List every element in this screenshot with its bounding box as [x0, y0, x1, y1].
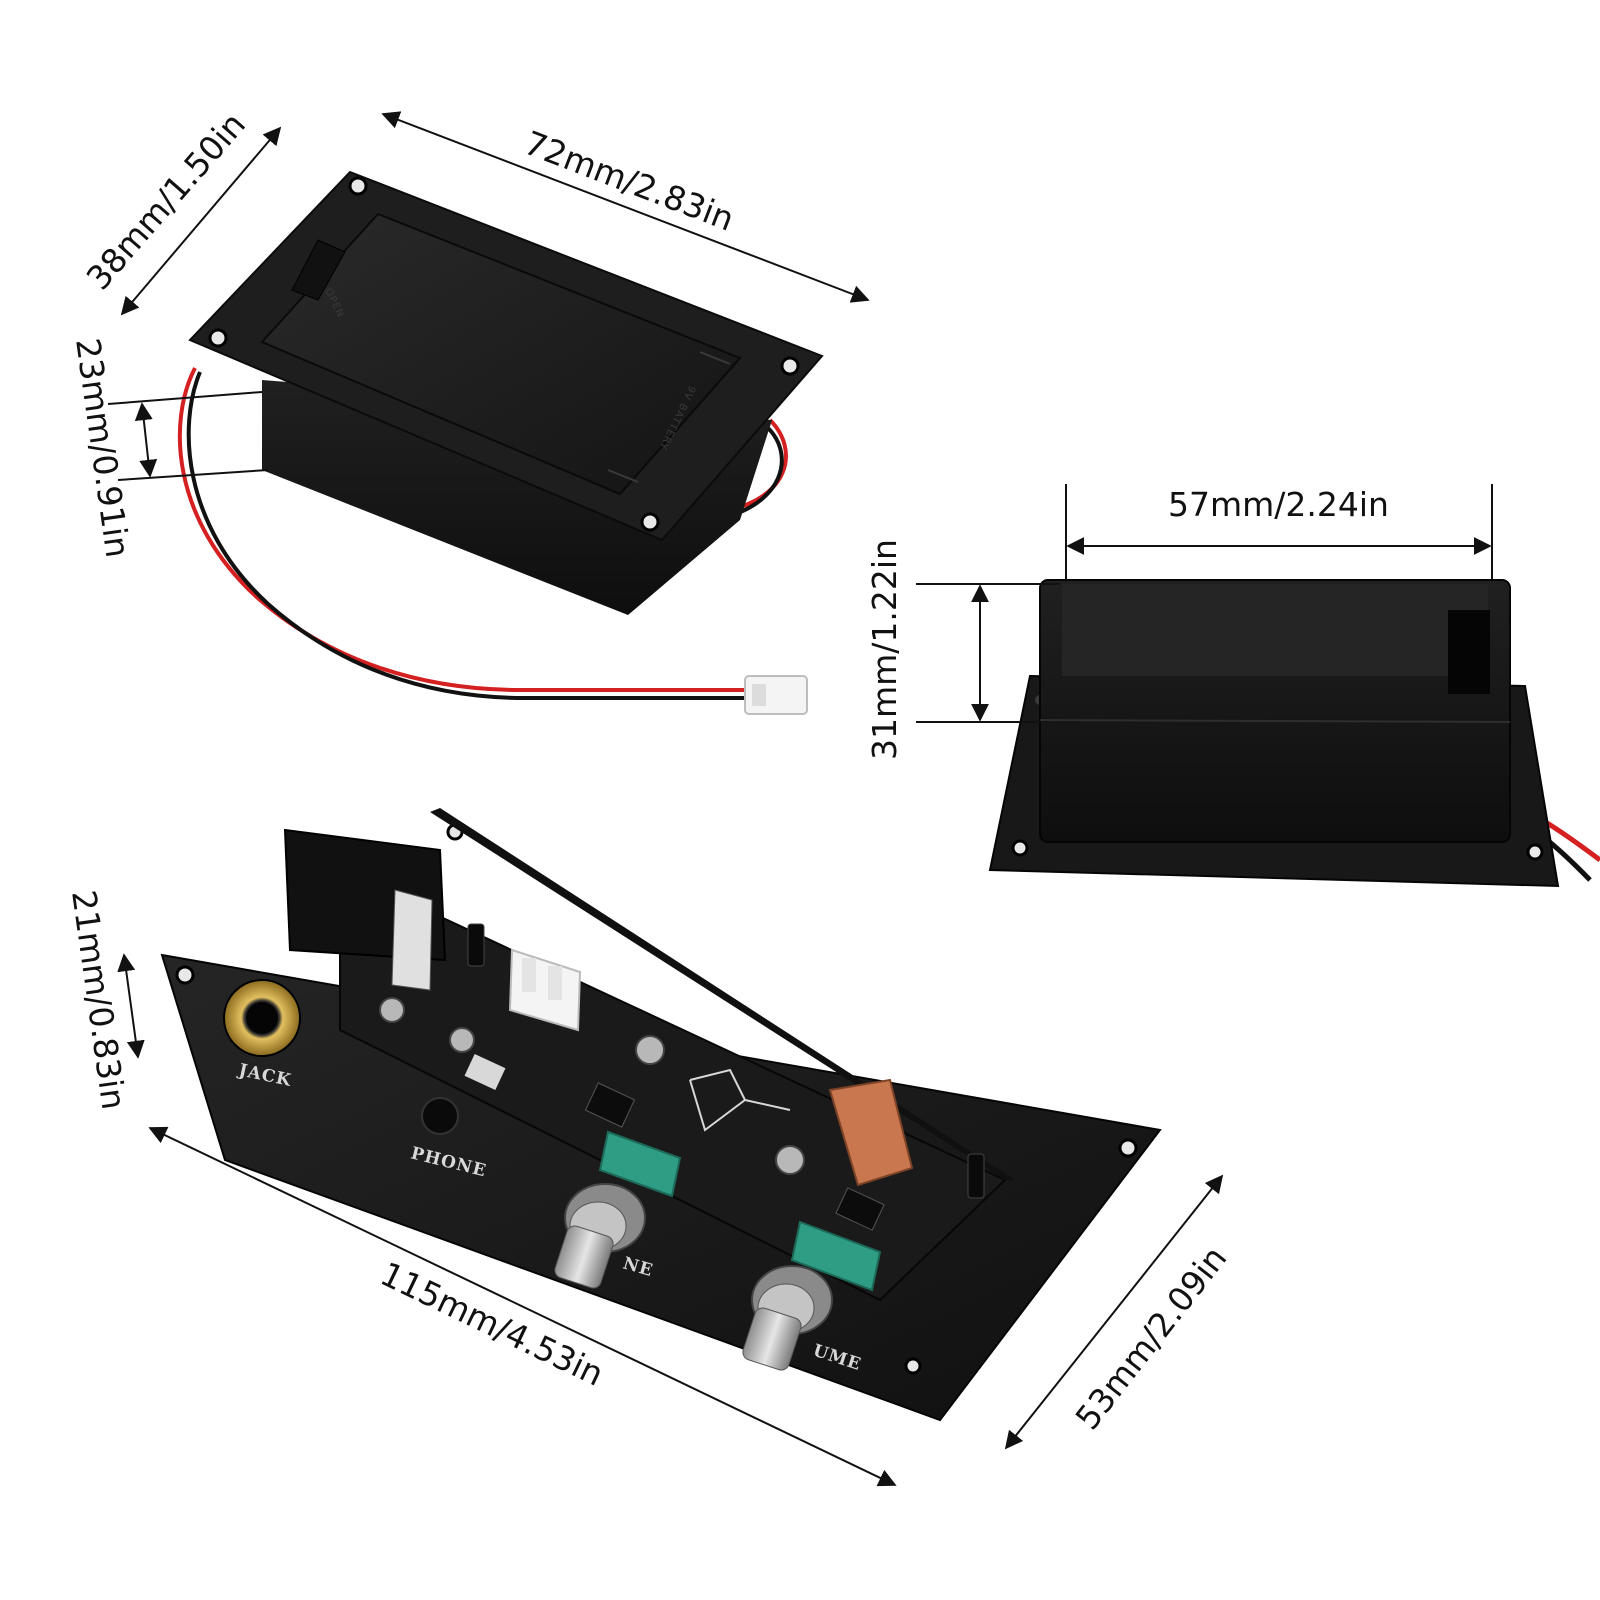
wire-connector: [744, 675, 808, 715]
dim-label-plate-height: 21mm/0.83in: [64, 888, 133, 1112]
capacitor: [379, 997, 405, 1023]
dim-line-plate-length: [148, 1126, 897, 1487]
side-box-slot: [1448, 610, 1490, 694]
side-box-edge: [1039, 719, 1511, 723]
dim-line-box-depth: [134, 402, 158, 478]
screw-hole: [640, 512, 660, 532]
dim-ext-line: [107, 391, 263, 405]
screw-hole: [1011, 839, 1029, 857]
lid-edge: [607, 469, 639, 483]
screw-hole: [1526, 843, 1544, 861]
capacitor: [635, 1035, 665, 1065]
dim-line-box-length: [381, 111, 870, 303]
dim-line-plate-width: [1004, 1174, 1224, 1450]
ic-chip: [584, 1082, 636, 1128]
dim-line-plate-height: [117, 953, 145, 1059]
regulator: [464, 1053, 506, 1091]
dim-ext-line: [117, 469, 269, 481]
output-jack-hole: [246, 1002, 278, 1034]
capacitor: [449, 1027, 475, 1053]
red-wire: [177, 367, 745, 693]
screw-hole: [175, 965, 195, 985]
jack-clip: [391, 889, 433, 991]
dim-label-box-depth: 23mm/0.91in: [68, 336, 137, 560]
switch-symbol: [689, 1068, 791, 1132]
dim-label-box-length: 72mm/2.83in: [519, 123, 739, 239]
screw-hole: [348, 176, 368, 196]
screw-hole: [780, 356, 800, 376]
dim-label-box-width: 38mm/1.50in: [79, 105, 253, 297]
black-wire: [186, 371, 745, 701]
capacitor: [775, 1145, 805, 1175]
screw-hole: [1118, 1138, 1138, 1158]
screw-hole: [208, 328, 228, 348]
battery-box-top-view: OPEN 9V BATTERY 72mm/2.83in 38mm/1.50in …: [68, 105, 870, 715]
switch-post: [967, 1153, 985, 1199]
switch-post: [467, 923, 485, 967]
dim-label-side-height: 31mm/1.22in: [865, 539, 904, 760]
lid-latch: [291, 239, 346, 301]
battery-connector-socket: [508, 948, 582, 1032]
lid-edge: [699, 351, 731, 365]
dim-label-side-length: 57mm/2.24in: [1168, 485, 1389, 524]
dim-line-box-width: [120, 126, 282, 316]
battery-box-side-view: 57mm/2.24in 31mm/1.22in: [865, 484, 1600, 888]
preamp-plate: JACK PHONE: [64, 808, 1234, 1487]
screw-hole: [904, 1357, 922, 1375]
phone-jack: [421, 1097, 459, 1135]
side-box-top-face: [1062, 584, 1488, 676]
